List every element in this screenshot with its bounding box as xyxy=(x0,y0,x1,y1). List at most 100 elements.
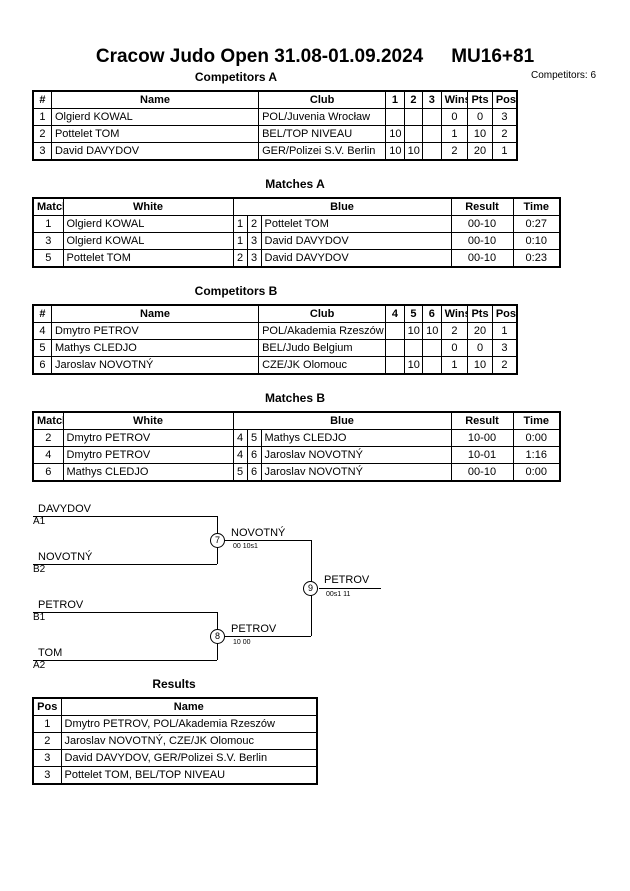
table-cell: 0 xyxy=(440,339,469,357)
column-header: Pos xyxy=(491,304,518,323)
bracket-player: DAVYDOV xyxy=(38,503,91,515)
column-header: # xyxy=(32,90,52,109)
bracket-winner: NOVOTNÝ xyxy=(231,527,286,539)
table-cell: 10 xyxy=(403,142,424,161)
table-cell: 3 xyxy=(491,339,518,357)
table-cell: Mathys CLEDJO xyxy=(62,463,234,482)
bracket-winner: PETROV xyxy=(324,574,370,586)
table-cell: 1 xyxy=(440,125,469,143)
bracket-score: 10 00 xyxy=(233,639,251,646)
table-cell: 2 xyxy=(491,125,518,143)
table-cell: Jaroslav NOVOTNÝ xyxy=(260,446,452,464)
bracket-winner: PETROV xyxy=(231,623,277,635)
table-cell: Jaroslav NOVOTNÝ xyxy=(260,463,452,482)
bracket-score: 00s1 11 xyxy=(326,591,351,598)
table-cell: Jaroslav NOVOTNÝ xyxy=(50,356,260,375)
table-row: 1 Olgierd KOWAL 1 2 Pottelet TOM 00-10 0… xyxy=(32,215,561,233)
column-header: Name xyxy=(60,697,318,716)
table-cell: 0 xyxy=(440,108,469,126)
table-cell: 2 xyxy=(491,356,518,375)
table-row: 1 Dmytro PETROV, POL/Akademia Rzeszów xyxy=(32,715,318,733)
table-row: 5 Pottelet TOM 2 3 David DAVYDOV 00-10 0… xyxy=(32,249,561,268)
table-cell: 2 xyxy=(440,142,469,161)
table-row: 3 David DAVYDOV GER/Polizei S.V. Berlin … xyxy=(32,142,518,161)
table-cell: Dmytro PETROV xyxy=(50,322,260,340)
table-cell: 10-01 xyxy=(450,446,514,464)
bracket-seed-label: B2 xyxy=(33,564,46,575)
table-cell: David DAVYDOV, GER/Polizei S.V. Berlin xyxy=(60,749,318,767)
table-row: 2 Dmytro PETROV 4 5 Mathys CLEDJO 10-00 … xyxy=(32,429,561,447)
match-number-badge: 9 xyxy=(303,581,318,596)
results-title: Results xyxy=(152,677,196,691)
table-cell: Pottelet TOM xyxy=(50,125,260,143)
matches-b-table: Match White Blue Result Time 2 Dmytro PE… xyxy=(32,411,561,482)
table-cell: 1 xyxy=(440,356,469,375)
table-cell: GER/Polizei S.V. Berlin xyxy=(258,142,387,161)
table-row: 3 Olgierd KOWAL 1 3 David DAVYDOV 00-10 … xyxy=(32,232,561,250)
table-row: 2 Jaroslav NOVOTNÝ, CZE/JK Olomouc xyxy=(32,732,318,750)
table-cell: 10 xyxy=(422,322,442,340)
table-cell: 10 xyxy=(467,356,493,375)
table-cell: 3 xyxy=(32,142,52,161)
pool-b-title: Competitors B xyxy=(194,284,278,298)
bracket-seed-label: A1 xyxy=(33,516,46,527)
table-cell: 10 xyxy=(403,322,424,340)
tournament-title: Cracow Judo Open 31.08-01.09.2024 xyxy=(95,46,424,67)
table-cell: 1 xyxy=(32,715,62,733)
table-row: 6 Mathys CLEDJO 5 6 Jaroslav NOVOTNÝ 00-… xyxy=(32,463,561,482)
match-number-badge: 7 xyxy=(210,533,225,548)
bracket-player: TOM xyxy=(38,647,63,659)
table-cell: BEL/Judo Belgium xyxy=(258,339,387,357)
bracket-line xyxy=(33,612,217,613)
column-header: Pts xyxy=(467,304,493,323)
pool-b-table: # Name Club 4 5 6 Wins Pts Pos 4 Dmytro … xyxy=(32,304,518,375)
bracket-line xyxy=(319,588,381,589)
table-header: # Name Club 4 5 6 Wins Pts Pos xyxy=(32,304,518,323)
table-row: 3 David DAVYDOV, GER/Polizei S.V. Berlin xyxy=(32,749,318,767)
bracket-line xyxy=(33,564,217,565)
bracket-line xyxy=(225,636,311,637)
table-row: 2 Pottelet TOM BEL/TOP NIVEAU 10 1 10 2 xyxy=(32,125,518,143)
bracket-line xyxy=(33,660,217,661)
column-header: Name xyxy=(50,304,260,323)
matches-b-title: Matches B xyxy=(264,391,326,405)
table-cell: 3 xyxy=(32,749,62,767)
bracket-player: PETROV xyxy=(38,599,84,611)
table-cell: CZE/JK Olomouc xyxy=(258,356,387,375)
table-cell xyxy=(422,356,442,375)
page-title: Cracow Judo Open 31.08-01.09.2024 MU16+81 xyxy=(0,46,630,68)
matches-a-table: Match White Blue Result Time 1 Olgierd K… xyxy=(32,197,561,268)
category-title: MU16+81 xyxy=(451,46,535,67)
bracket-player: NOVOTNÝ xyxy=(38,551,93,563)
table-cell: 00-10 xyxy=(450,249,514,268)
table-cell: 0:10 xyxy=(512,232,561,250)
bracket-line xyxy=(225,540,311,541)
table-cell: 1 xyxy=(491,142,518,161)
table-cell: 00-10 xyxy=(450,463,514,482)
bracket-seed-label: B1 xyxy=(33,612,46,623)
table-cell xyxy=(422,125,442,143)
table-cell: Mathys CLEDJO xyxy=(50,339,260,357)
table-cell: 4 xyxy=(32,322,52,340)
table-cell: 3 xyxy=(32,766,62,785)
table-cell: Dmytro PETROV xyxy=(62,446,234,464)
match-number-badge: 8 xyxy=(210,629,225,644)
table-row: 3 Pottelet TOM, BEL/TOP NIVEAU xyxy=(32,766,318,785)
table-cell: 6 xyxy=(32,356,52,375)
column-header: Name xyxy=(50,90,260,109)
table-cell: David DAVYDOV xyxy=(50,142,260,161)
table-cell: Jaroslav NOVOTNÝ, CZE/JK Olomouc xyxy=(60,732,318,750)
table-cell: Pottelet TOM, BEL/TOP NIVEAU xyxy=(60,766,318,785)
table-header: # Name Club 1 2 3 Wins Pts Pos xyxy=(32,90,518,109)
table-cell: 10 xyxy=(385,142,405,161)
column-header: Wins xyxy=(440,304,469,323)
table-row: 4 Dmytro PETROV 4 6 Jaroslav NOVOTNÝ 10-… xyxy=(32,446,561,464)
table-cell: 0:00 xyxy=(512,463,561,482)
table-cell: 1 xyxy=(32,108,52,126)
table-cell: Pottelet TOM xyxy=(62,249,234,268)
table-cell: 00-10 xyxy=(450,232,514,250)
bracket-line xyxy=(33,516,217,517)
table-cell: 2 xyxy=(440,322,469,340)
matches-a-title: Matches A xyxy=(265,177,325,191)
